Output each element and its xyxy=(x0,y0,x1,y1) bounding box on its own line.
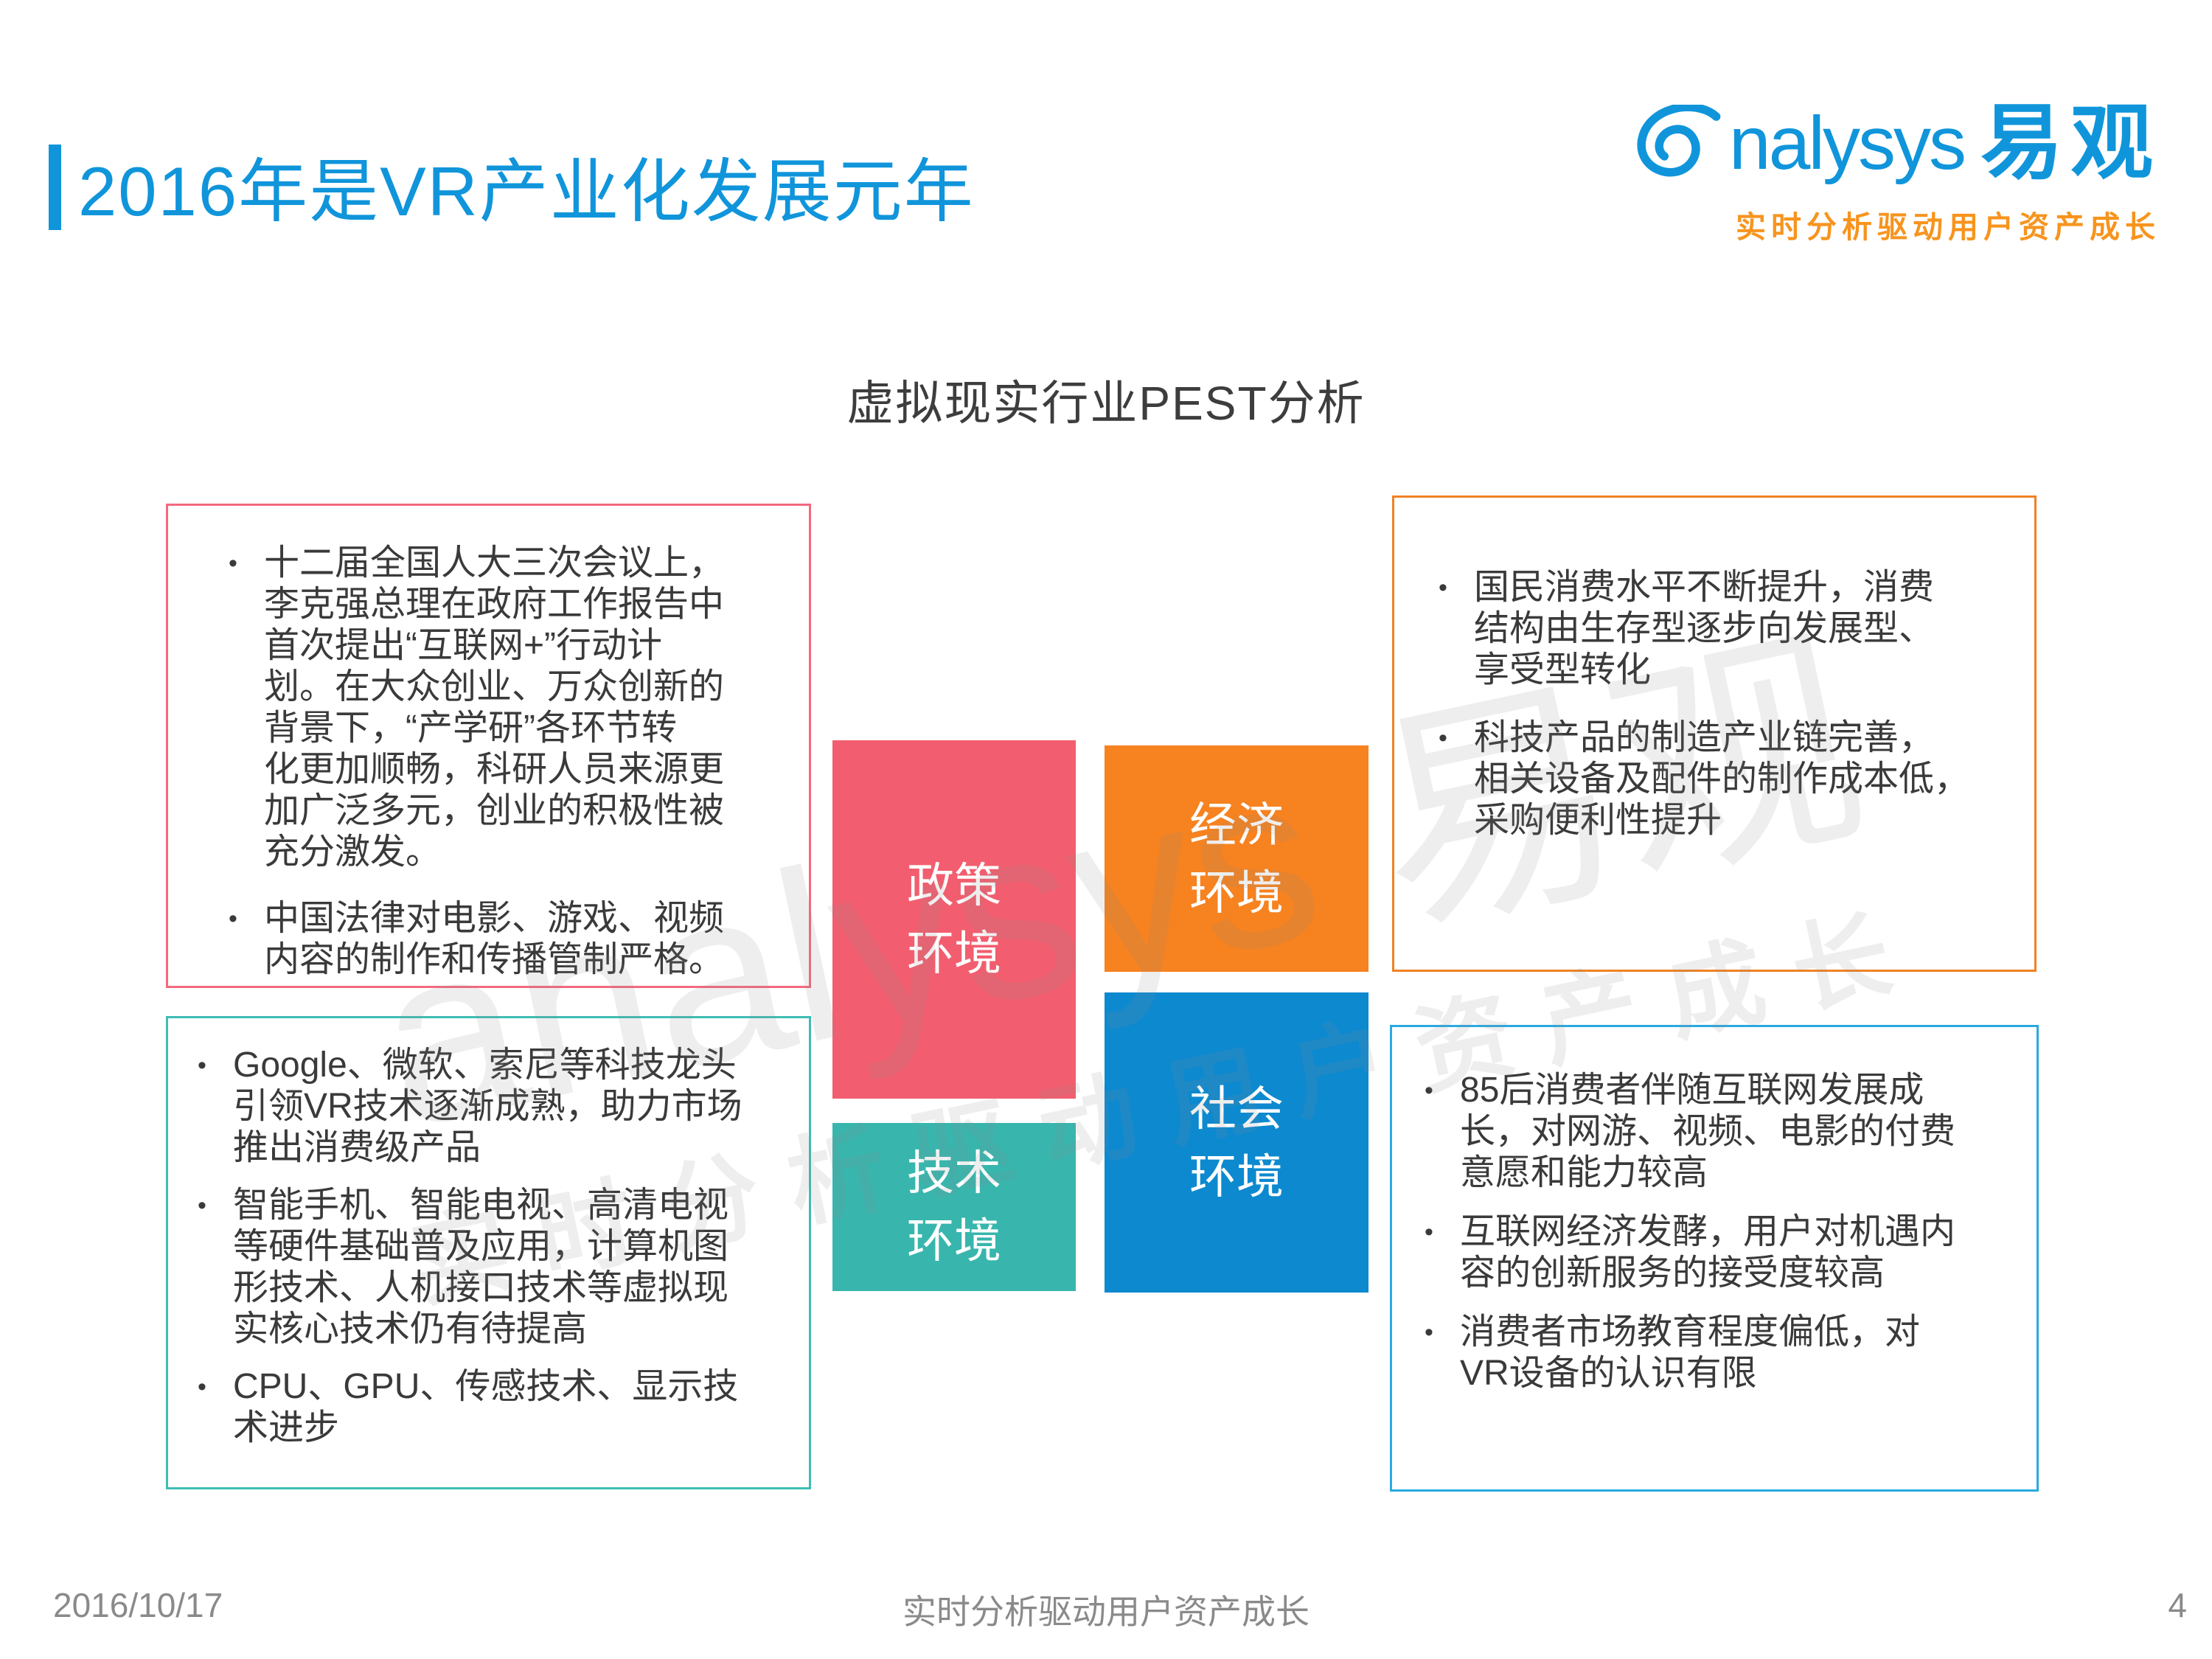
list-item: • 互联网经济发酵，用户对机遇内 容的创新服务的接受度较高 xyxy=(1425,1211,2022,1294)
bullet-dot-icon: • xyxy=(198,1051,206,1079)
bullet-dot-icon: • xyxy=(1425,1077,1433,1105)
title-accent-bar xyxy=(49,145,61,230)
bullet-dot-icon: • xyxy=(198,1373,206,1401)
economic-notes-box: • 国民消费水平不断提升，消费 结构由生存型逐步向发展型、 享受型转化 • 科技… xyxy=(1392,495,2037,972)
note-text: 国民消费水平不断提升，消费 结构由生存型逐步向发展型、 享受型转化 xyxy=(1474,568,1935,689)
note-text: 85后消费者伴随互联网发展成 长，对网游、视频、电影的付费 意愿和能力较高 xyxy=(1460,1071,1956,1192)
analysys-logo: nalysys 易观 实时分析驱动用户资产成长 xyxy=(1633,102,2160,246)
social-notes-box: • 85后消费者伴随互联网发展成 长，对网游、视频、电影的付费 意愿和能力较高 … xyxy=(1390,1025,2039,1492)
policy-notes-list: • 十二届全国人大三次会议上， 李克强总理在政府工作报告中 首次提出“互联网+”… xyxy=(229,543,791,1006)
note-text: 消费者市场教育程度偏低，对 VR设备的认识有限 xyxy=(1460,1312,1921,1393)
social-notes-list: • 85后消费者伴随互联网发展成 长，对网游、视频、电影的付费 意愿和能力较高 … xyxy=(1425,1070,2022,1412)
pest-card-technology: 技术 环境 xyxy=(832,1123,1076,1291)
logo-brand-cn: 易观 xyxy=(1980,97,2160,189)
logo-brand-en: nalysys xyxy=(1728,101,1966,185)
bullet-dot-icon: • xyxy=(1439,724,1447,752)
list-item: • 智能手机、智能电视、高清电视 等硬件基础普及应用，计算机图 形技术、人机接口… xyxy=(198,1185,794,1350)
list-item: • 科技产品的制造产业链完善， 相关设备及配件的制作成本低， 采购便利性提升 xyxy=(1439,717,2017,841)
note-text: 中国法律对电影、游戏、视频 内容的制作和传播管制严格。 xyxy=(264,899,725,979)
list-item: • 十二届全国人大三次会议上， 李克强总理在政府工作报告中 首次提出“互联网+”… xyxy=(229,543,791,873)
list-item: • 国民消费水平不断提升，消费 结构由生存型逐步向发展型、 享受型转化 xyxy=(1439,567,2017,691)
logo-brand-row: nalysys 易观 xyxy=(1633,102,2160,184)
pest-card-economic: 经济 环境 xyxy=(1105,745,1368,972)
logo-tagline: 实时分析驱动用户资产成长 xyxy=(1736,210,2160,244)
policy-notes-box: • 十二届全国人大三次会议上， 李克强总理在政府工作报告中 首次提出“互联网+”… xyxy=(166,504,811,988)
footer-slogan: 实时分析驱动用户资产成长 xyxy=(902,1593,1310,1631)
list-item: • CPU、GPU、传感技术、显示技 术进步 xyxy=(198,1366,794,1449)
pest-card-policy: 政策 环境 xyxy=(832,740,1076,1099)
bullet-dot-icon: • xyxy=(1425,1318,1433,1346)
note-text: CPU、GPU、传感技术、显示技 术进步 xyxy=(233,1367,739,1447)
technology-notes-list: • Google、微软、索尼等科技龙头 引领VR技术逐渐成熟，助力市场 推出消费… xyxy=(198,1045,794,1465)
section-title: 虚拟现实行业PEST分析 xyxy=(846,377,1366,430)
note-text: Google、微软、索尼等科技龙头 引领VR技术逐渐成熟，助力市场 推出消费级产… xyxy=(233,1046,742,1167)
footer-date: 2016/10/17 xyxy=(53,1586,223,1624)
footer-page-number: 4 xyxy=(2168,1586,2187,1624)
analysys-a-swoosh-icon xyxy=(1637,105,1721,177)
bullet-dot-icon: • xyxy=(229,549,237,577)
bullet-dot-icon: • xyxy=(1439,574,1447,602)
list-item: • Google、微软、索尼等科技龙头 引领VR技术逐渐成熟，助力市场 推出消费… xyxy=(198,1045,794,1169)
bullet-dot-icon: • xyxy=(229,905,237,933)
slide-title: 2016年是VR产业化发展元年 xyxy=(78,153,975,230)
note-text: 十二届全国人大三次会议上， 李克强总理在政府工作报告中 首次提出“互联网+”行动… xyxy=(264,543,725,872)
bullet-dot-icon: • xyxy=(198,1192,206,1220)
pest-card-social: 社会 环境 xyxy=(1105,992,1368,1293)
technology-notes-box: • Google、微软、索尼等科技龙头 引领VR技术逐渐成熟，助力市场 推出消费… xyxy=(166,1016,811,1489)
note-text: 智能手机、智能电视、高清电视 等硬件基础普及应用，计算机图 形技术、人机接口技术… xyxy=(233,1186,729,1349)
note-text: 科技产品的制造产业链完善， 相关设备及配件的制作成本低， 采购便利性提升 xyxy=(1474,718,1970,840)
economic-notes-list: • 国民消费水平不断提升，消费 结构由生存型逐步向发展型、 享受型转化 • 科技… xyxy=(1439,567,2017,868)
list-item: • 中国法律对电影、游戏、视频 内容的制作和传播管制严格。 xyxy=(229,898,791,981)
list-item: • 消费者市场教育程度偏低，对 VR设备的认识有限 xyxy=(1425,1312,2022,1394)
bullet-dot-icon: • xyxy=(1425,1218,1433,1246)
list-item: • 85后消费者伴随互联网发展成 长，对网游、视频、电影的付费 意愿和能力较高 xyxy=(1425,1070,2022,1194)
note-text: 互联网经济发酵，用户对机遇内 容的创新服务的接受度较高 xyxy=(1460,1212,1956,1293)
